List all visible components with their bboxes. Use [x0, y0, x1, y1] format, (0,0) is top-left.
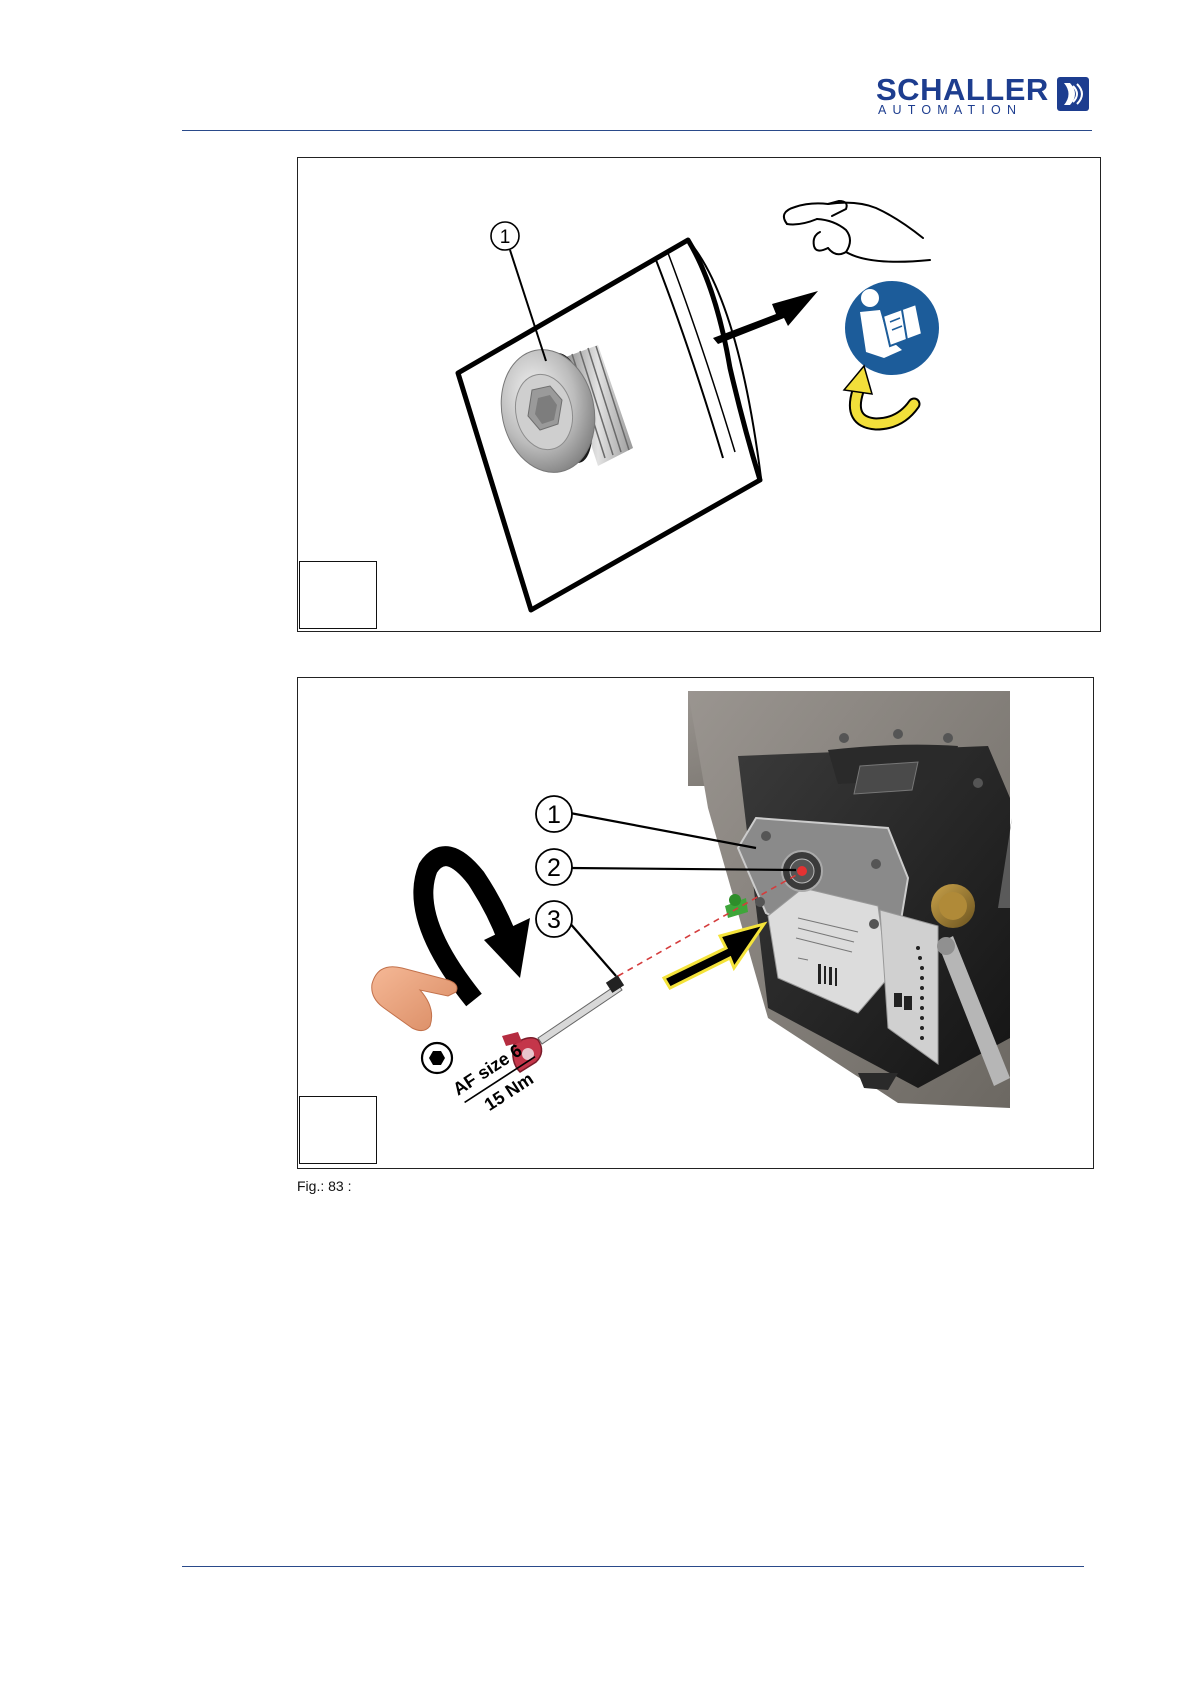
- logo-mark-icon: [1056, 76, 1090, 112]
- svg-text:1: 1: [500, 227, 511, 248]
- logo-brand-sub: AUTOMATION: [878, 104, 1022, 117]
- svg-text:1: 1: [547, 801, 561, 829]
- step-number-box: [299, 561, 377, 629]
- figure-plug-illustration: 1: [298, 158, 1100, 631]
- figure-plug-insertion: 1 2 3: [297, 677, 1094, 1169]
- callout-1: 1: [536, 796, 572, 832]
- footer-rule: [182, 1566, 1084, 1567]
- insertion-arrow-icon: [664, 924, 764, 988]
- callout-2: 2: [536, 849, 572, 885]
- hex-socket-icon: [422, 1043, 452, 1073]
- svg-text:2: 2: [547, 854, 561, 882]
- figure-plug-in-bag: 1: [297, 157, 1101, 632]
- hand-icon: [372, 967, 457, 1031]
- sensor-unit-icon: [688, 691, 1012, 1108]
- logo-brand-name: SCHALLER: [876, 74, 1049, 105]
- hand-icon: [784, 201, 930, 262]
- step-number-box: [299, 1096, 377, 1164]
- figure-insertion-illustration: 1 2 3: [298, 678, 1093, 1168]
- read-manual-icon: [845, 281, 939, 375]
- rotate-arrow-icon: [844, 366, 914, 424]
- callout-3: 3: [536, 901, 572, 937]
- svg-text:3: 3: [547, 906, 561, 934]
- figure-caption: Fig.: 83 :: [297, 1178, 351, 1194]
- schaller-logo: SCHALLER AUTOMATION: [876, 76, 1092, 116]
- header-rule: [182, 130, 1092, 131]
